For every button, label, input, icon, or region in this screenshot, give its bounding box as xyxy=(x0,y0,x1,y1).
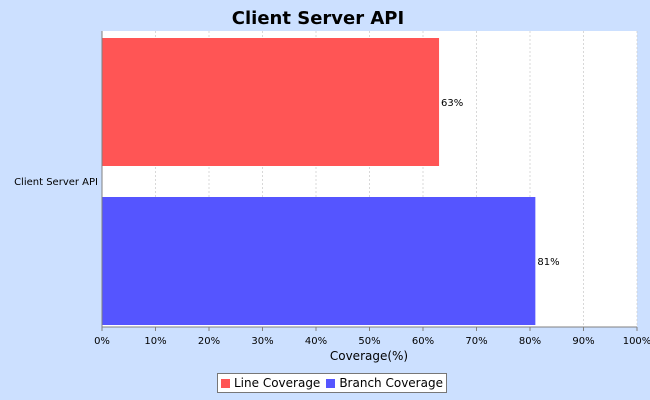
legend-item-line-coverage: Line Coverage xyxy=(221,376,320,390)
legend: Line Coverage Branch Coverage xyxy=(217,373,447,393)
x-tick-label: 90% xyxy=(572,336,594,347)
legend-label-branch-coverage: Branch Coverage xyxy=(339,376,443,390)
x-tick-label: 80% xyxy=(519,336,541,347)
x-tick-label: 30% xyxy=(251,336,273,347)
x-tick-label: 0% xyxy=(94,336,110,347)
bars xyxy=(102,38,536,325)
x-tick-label: 60% xyxy=(412,336,434,347)
x-tick-label: 40% xyxy=(305,336,327,347)
x-tick-label: 10% xyxy=(144,336,166,347)
x-tick-label: 50% xyxy=(358,336,380,347)
x-tick-label: 100% xyxy=(623,336,650,347)
bar-label-branch-coverage: 81% xyxy=(537,257,559,268)
x-tick-label: 70% xyxy=(465,336,487,347)
bar-labels: 63% 81% xyxy=(441,98,560,268)
bar-label-line-coverage: 63% xyxy=(441,98,463,109)
x-axis-label: Coverage(%) xyxy=(330,349,408,363)
x-tick-label: 20% xyxy=(198,336,220,347)
chart-title: Client Server API xyxy=(232,8,404,29)
legend-swatch-branch-coverage xyxy=(326,378,336,388)
bar-branch-coverage xyxy=(102,197,536,325)
bar-line-coverage xyxy=(102,38,440,166)
category-label: Client Server API xyxy=(14,177,98,188)
x-axis-ticks: 0% 10% 20% 30% 40% 50% 60% 70% 80% 90% 100% xyxy=(94,327,650,347)
legend-label-line-coverage: Line Coverage xyxy=(234,376,321,390)
legend-swatch-line-coverage xyxy=(221,378,230,388)
legend-item-branch-coverage: Branch Coverage xyxy=(326,376,443,390)
